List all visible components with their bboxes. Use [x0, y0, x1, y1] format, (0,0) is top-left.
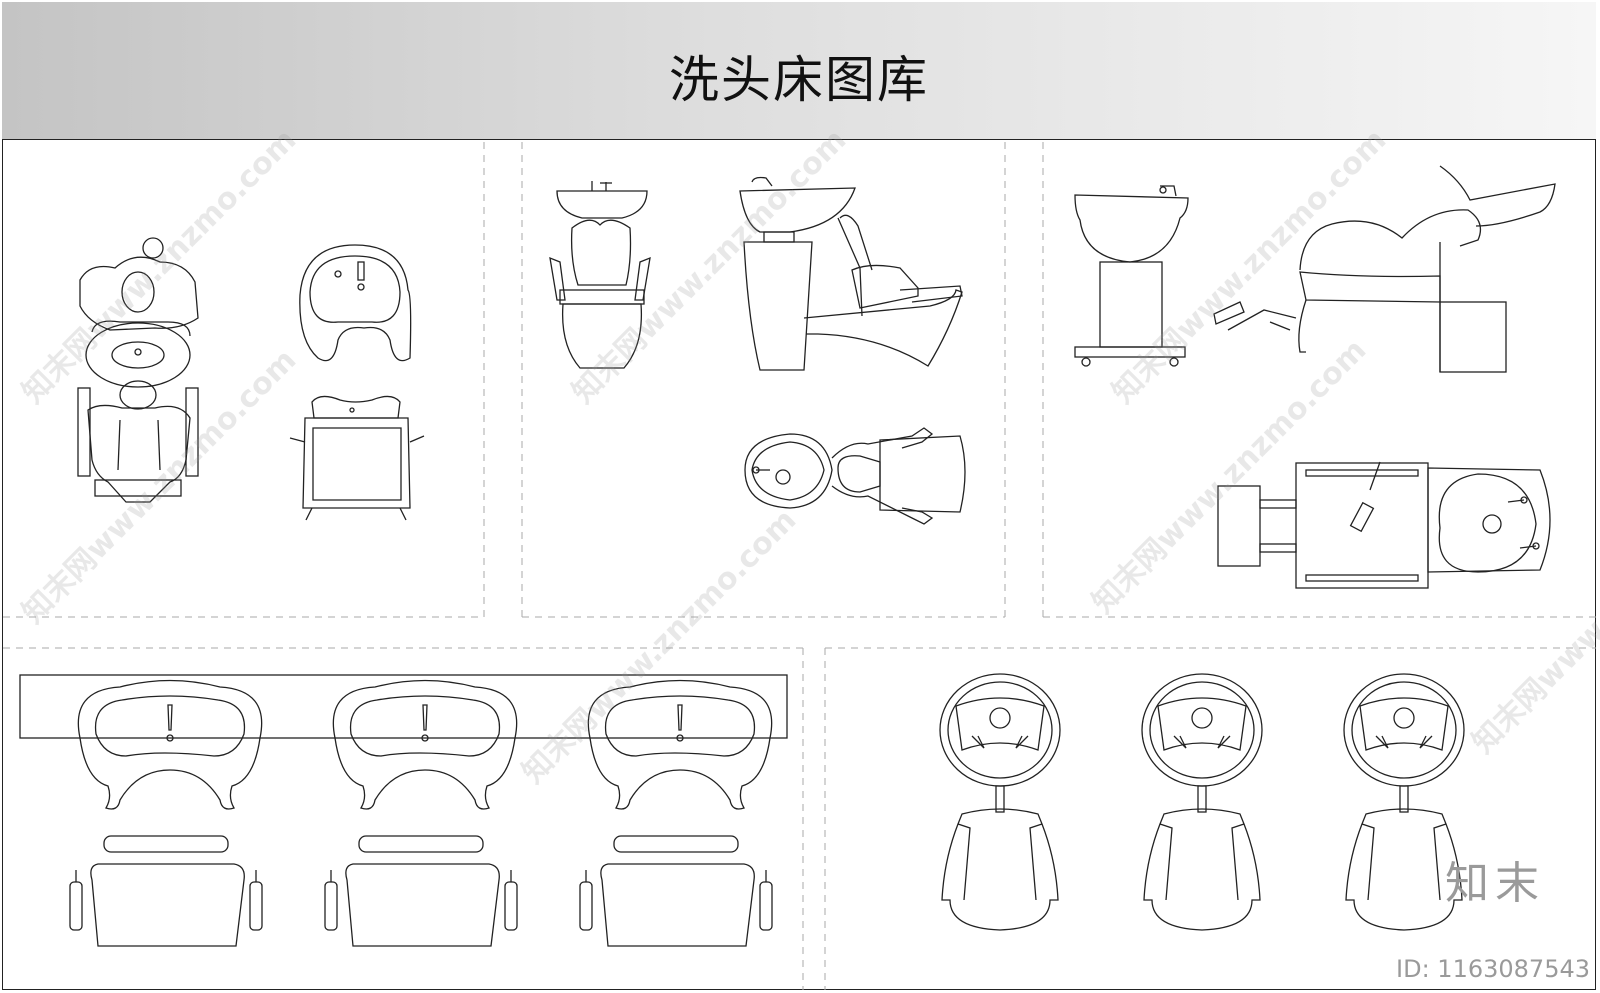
round-unit-1	[939, 673, 1061, 931]
title-bar: 洗头床图库	[2, 2, 1596, 140]
round-unit-3	[1343, 673, 1465, 931]
basin-side-elevation	[739, 176, 963, 371]
station-1	[69, 679, 263, 947]
id-label: ID: 1163087543	[1396, 955, 1590, 983]
brand-logo: 知末	[1445, 858, 1545, 909]
station-2	[324, 679, 518, 947]
unit-plan-view	[744, 427, 966, 525]
basin-top-view	[299, 244, 412, 362]
panel-dividers	[3, 142, 1596, 990]
round-unit-2	[1141, 673, 1263, 931]
three-round-units	[939, 673, 1465, 931]
basin-front-elevation	[549, 181, 651, 369]
chair-top-view	[289, 395, 425, 521]
reclining-chair-side	[1213, 165, 1556, 373]
top-view-with-figures	[77, 237, 199, 503]
row-of-three-stations	[19, 674, 788, 947]
page-title: 洗头床图库	[669, 51, 929, 109]
pedestal-basin-side	[1074, 185, 1189, 367]
reclining-chair-plan	[1217, 461, 1551, 589]
station-3	[579, 679, 773, 947]
